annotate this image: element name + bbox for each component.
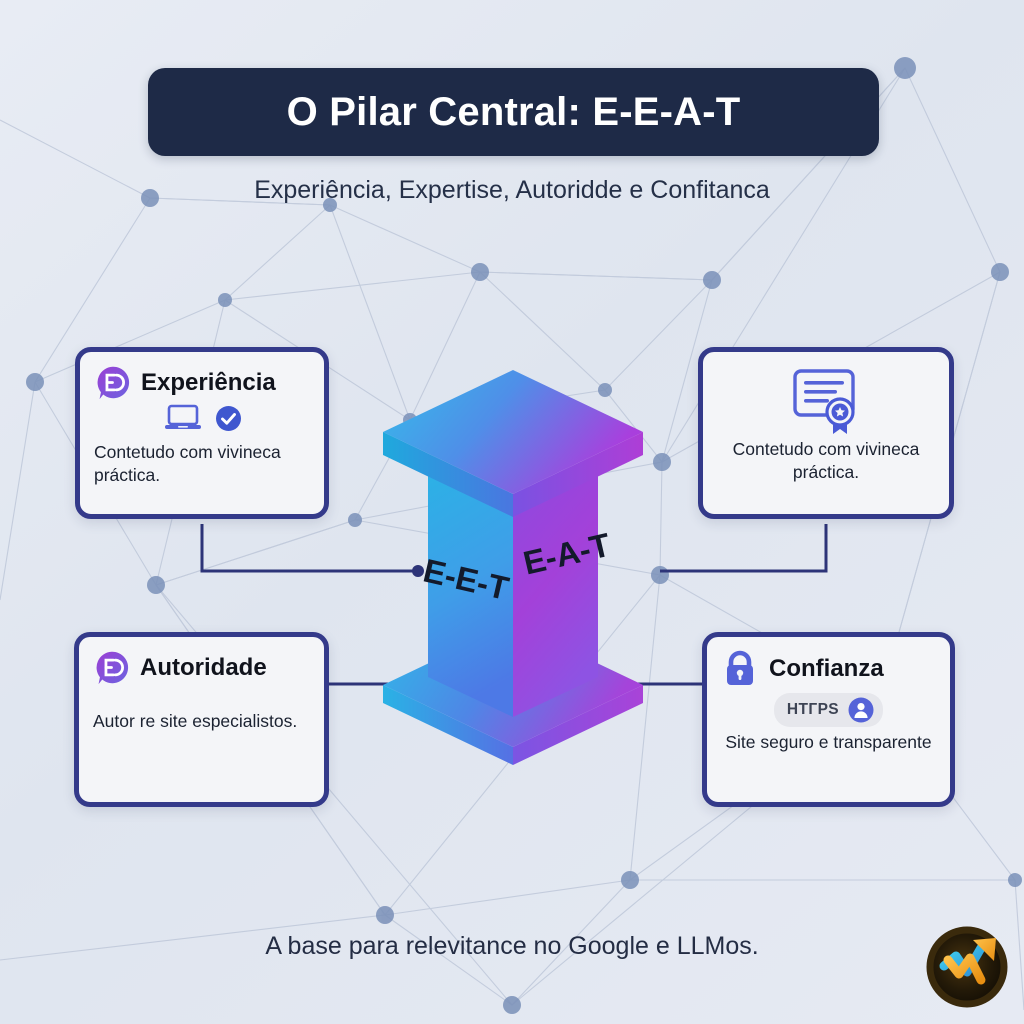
connector-experiencia [200,524,418,573]
title-banner: O Pilar Central: E-E-A-T [148,68,879,156]
card-confianza-badge-row: HTГPS [707,689,950,731]
page-subtitle: Experiência, Expertise, Autoridde e Conf… [254,176,770,204]
pillar-cap [383,370,643,517]
card-confianza-title: Confianza [769,655,884,682]
card-experiencia-title: Experiência [141,368,276,396]
check-circle-icon [215,405,241,431]
card-confianza[interactable]: Confianza HTГPS Site seguro e transparen… [702,632,955,807]
https-badge: HTГPS [773,693,884,727]
brand-arrow-logo [926,926,1008,1008]
https-badge-label: HTГPS [786,701,840,718]
card-expertise-body: Contetudo com vivineca práctica. [732,439,920,483]
card-experiencia-icons [80,401,324,441]
card-autoridade-header: Autoridade [79,637,324,686]
card-autoridade-body: Autor re site especialistos. [93,711,298,731]
certificate-icon [793,369,855,434]
card-expertise[interactable]: Contetudo com vivineca práctica. [698,347,954,519]
card-experiencia-header: Experiência [80,352,324,401]
lock-icon [727,650,753,685]
pillar-shaft [428,460,598,717]
laptop-icon [164,404,201,429]
card-expertise-icon-wrap [703,352,949,438]
connector-node-left [412,565,424,577]
card-experiencia[interactable]: Experiência Contetudo com vivineca práct… [75,347,329,519]
card-confianza-body: Site seguro e transparente [725,732,932,752]
card-autoridade-title: Autoridade [140,653,267,681]
card-experiencia-body: Contetudo com vivineca práctica. [94,442,281,486]
person-circle-icon [848,697,874,723]
connector-expertise [660,524,828,573]
speech-bubble-e-icon [97,366,130,400]
speech-bubble-e-icon [96,651,129,685]
page-title: O Pilar Central: E-E-A-T [286,89,741,134]
card-confianza-header: Confianza [707,637,950,689]
central-pillar [383,370,643,765]
footer-text: A base para relevitance no Google e LLMo… [265,932,759,960]
card-autoridade[interactable]: Autoridade Autor re site especialistos. [74,632,329,807]
